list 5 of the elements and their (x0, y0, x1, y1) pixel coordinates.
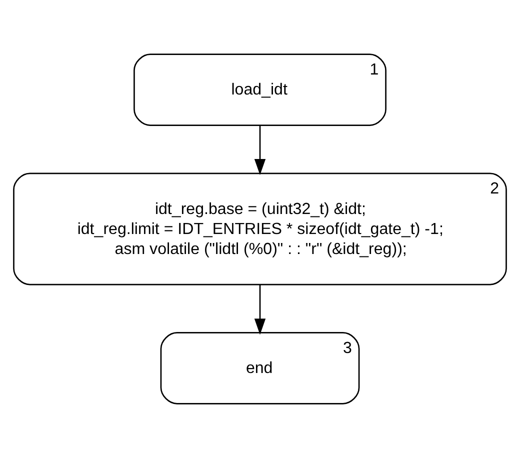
node-box: 2 idt_reg.base = (uint32_t) &idt; idt_reg.limit = IDT_ENTRIES * sizeof(idt_gate_t) -1; asm volatile ("lidtl (%0)" : : "r" (&idt_reg)); (13, 172, 507, 285)
node-box: 3 end (160, 332, 360, 404)
arrow (254, 125, 266, 175)
arrow (254, 284, 266, 334)
node-box: 1 load_idt (134, 53, 386, 126)
